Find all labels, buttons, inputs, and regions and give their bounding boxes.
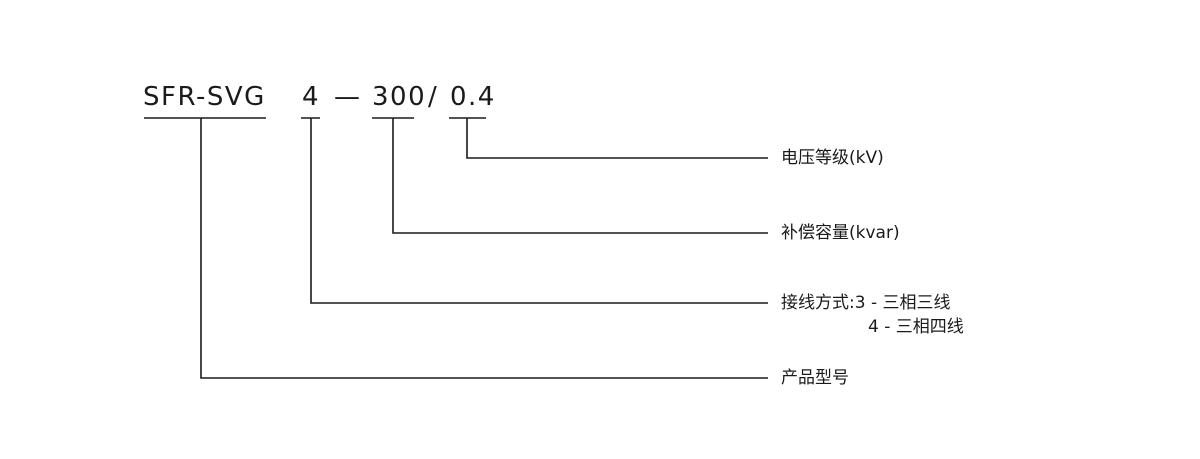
leader-voltage xyxy=(466,118,768,159)
label-series: 产品型号 xyxy=(781,368,849,388)
label-wiring-line1: 接线方式:3 - 三相三线 xyxy=(781,293,951,313)
code-series: SFR-SVG xyxy=(143,82,266,112)
code-slash: / xyxy=(428,82,439,112)
code-capacity: 300 xyxy=(372,82,427,112)
label-wiring-line2: 4 - 三相四线 xyxy=(868,317,964,337)
code-wiring: 4 xyxy=(302,82,321,112)
code-dash: — xyxy=(334,82,362,112)
label-capacity: 补偿容量(kvar) xyxy=(781,223,900,243)
leader-wiring xyxy=(310,118,768,304)
leader-series xyxy=(200,118,768,379)
leader-capacity xyxy=(392,118,768,234)
label-voltage: 电压等级(kV) xyxy=(781,148,884,168)
code-voltage: 0.4 xyxy=(450,82,496,112)
